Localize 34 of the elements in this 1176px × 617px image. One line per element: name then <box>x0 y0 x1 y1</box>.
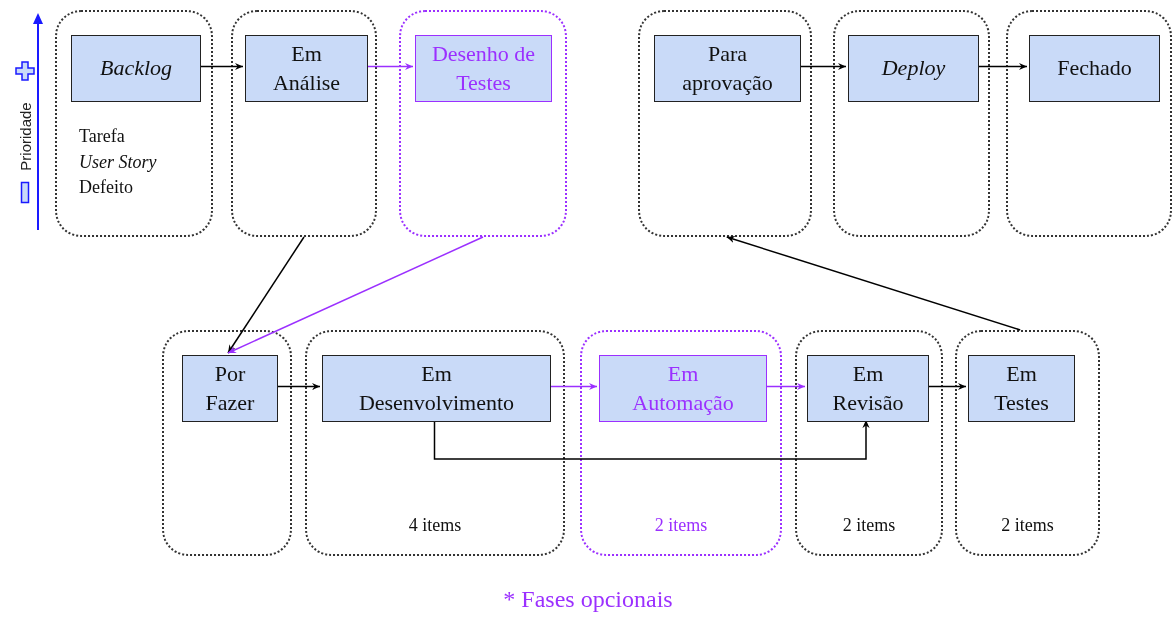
item-type: User Story <box>79 151 157 174</box>
stage-box: Fechado <box>1029 35 1160 102</box>
arrow <box>227 236 484 354</box>
item-count: 2 items <box>653 515 709 536</box>
stage-box: Por Fazer <box>182 355 278 422</box>
column-frame <box>399 10 567 237</box>
stage-box: Backlog <box>71 35 201 102</box>
column-frame <box>955 330 1100 556</box>
column-frame <box>638 10 812 237</box>
item-type: Tarefa <box>79 126 126 148</box>
column-frame <box>231 10 377 237</box>
axis-label: Prioridade <box>16 101 34 173</box>
stage-box: Em Testes <box>968 355 1075 422</box>
item-count: 4 items <box>407 515 463 536</box>
arrow <box>726 236 1021 331</box>
item-count: 2 items <box>841 515 897 536</box>
arrow <box>227 236 305 354</box>
item-type: Defeito <box>79 177 134 199</box>
column-frame <box>795 330 943 556</box>
caption: * Fases opcionais <box>503 586 673 613</box>
stage-box: Em Revisão <box>807 355 929 422</box>
stage-box: Deploy <box>848 35 979 102</box>
column-frame <box>305 330 565 556</box>
stage-box: Para aprovação <box>654 35 801 102</box>
column-frame <box>580 330 782 556</box>
stage-box: Desenho de Testes <box>415 35 552 102</box>
column-frame <box>162 330 292 556</box>
stage-box: Em Desenvolvimento <box>322 355 551 422</box>
stage-box: Em Automação <box>599 355 767 422</box>
column-frame <box>1006 10 1172 237</box>
stage-box: Em Análise <box>245 35 368 102</box>
item-count: 2 items <box>1000 515 1055 536</box>
column-frame <box>55 10 213 237</box>
column-frame <box>833 10 990 237</box>
